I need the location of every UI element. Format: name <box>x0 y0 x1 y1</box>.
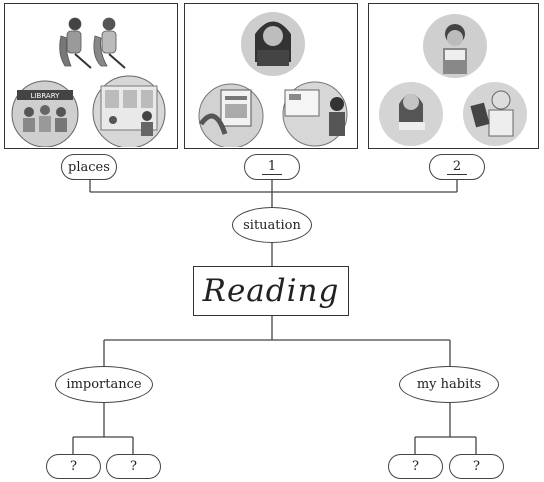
blank-2[interactable]: 2 <box>429 154 485 180</box>
girl-reading <box>379 82 443 146</box>
girl-reading-book <box>241 12 305 76</box>
readers-illustration <box>379 14 527 146</box>
habits-leaf-2[interactable]: ? <box>449 454 504 479</box>
woman-reading-screen <box>282 81 348 147</box>
library-sign-text: LIBRARY <box>31 92 61 100</box>
places-illustration: LIBRARY <box>11 17 166 149</box>
reading-central-node: Reading <box>193 266 349 316</box>
my-habits-node: my habits <box>399 366 499 403</box>
importance-leaf-2[interactable]: ? <box>106 454 161 479</box>
old-man-reading <box>463 82 527 146</box>
readers-on-seats <box>59 17 126 69</box>
blank-1[interactable]: 1 <box>244 154 300 180</box>
blank-1-photo-panel <box>184 3 358 149</box>
importance-node: importance <box>55 366 153 403</box>
places-photo-panel: LIBRARY <box>4 3 178 149</box>
habits-leaf-1[interactable]: ? <box>388 454 443 479</box>
places-label: places <box>61 154 117 180</box>
library-scene: LIBRARY <box>11 80 79 148</box>
person-reading-tablet <box>198 83 264 149</box>
blank-2-photo-panel <box>368 3 539 149</box>
reading-media-illustration <box>198 12 348 149</box>
importance-leaf-1[interactable]: ? <box>46 454 101 479</box>
train-scene <box>92 75 166 149</box>
situation-node: situation <box>232 207 312 243</box>
boy-reading <box>423 14 487 78</box>
